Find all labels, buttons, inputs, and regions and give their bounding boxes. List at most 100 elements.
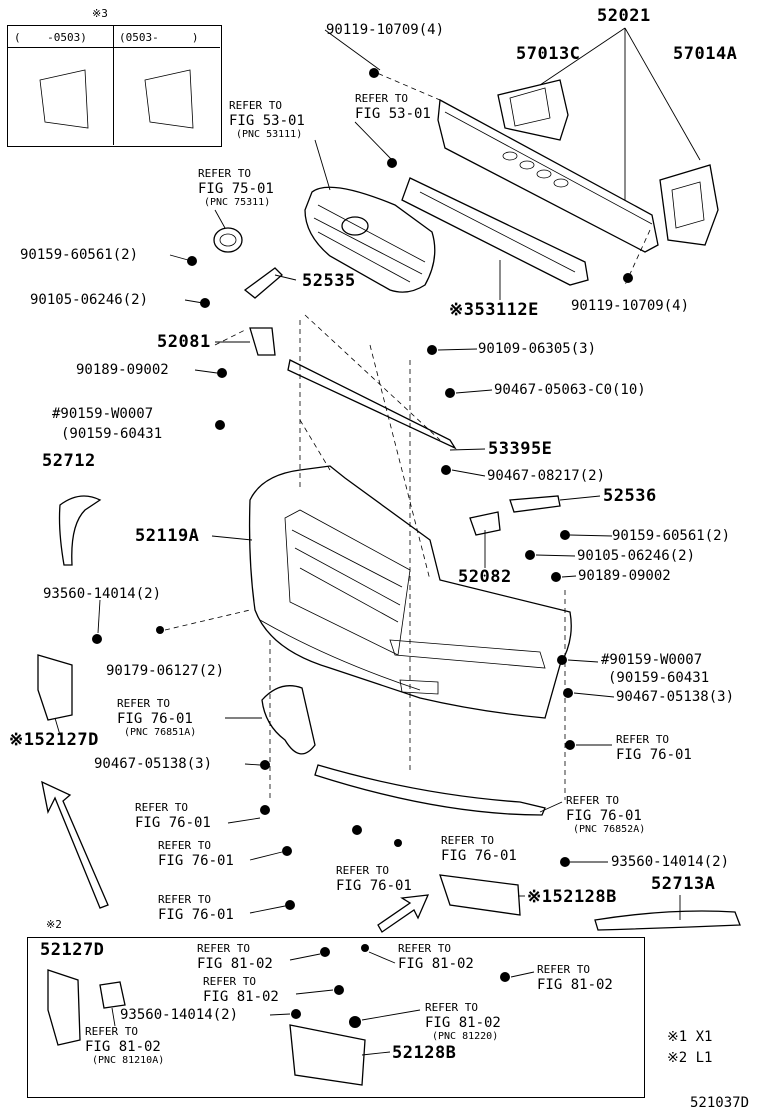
label-ref76c1: REFER TO [135,801,188,814]
upper-strip-drawing [287,359,457,450]
side-molding-52712-drawing [58,495,102,566]
label-ref53-01c: (PNC 53111) [236,129,303,140]
label-p52081: 52081 [157,332,211,352]
label-p52712: 52712 [42,451,96,471]
fog-cover-box-drawing [289,1024,366,1086]
label-ref76b3: (PNC 76852A) [573,824,646,835]
label-p52535: 52535 [302,271,356,291]
label-ref76b2: FIG 76-01 [566,808,642,824]
label-ref76e2: FIG 76-01 [158,853,234,869]
label-ref81b1: REFER TO [398,942,451,955]
side-molding-52713a-drawing [594,910,741,931]
label-p93560-r: 93560-14014(2) [611,854,730,870]
label-ref76f2: FIG 76-01 [336,878,412,894]
label-p52119a: 52119A [135,526,200,546]
label-ref76d2: FIG 76-01 [441,848,517,864]
label-col2: (0503- ) [119,31,199,44]
label-p90467-08217: 90467-08217(2) [487,468,606,484]
label-ref81a1: REFER TO [197,942,250,955]
label-ref81a2: FIG 81-02 [197,956,273,972]
label-p52713a: 52713A [651,874,716,894]
label-ref81e2: FIG 81-02 [425,1015,501,1031]
label-p52128b-box: 52128B [392,1043,457,1063]
label-p93560-l: 93560-14014(2) [43,586,162,602]
fog-cover-right-drawing [439,874,521,916]
label-p90159-60431-l: (90159-60431 [61,426,163,442]
label-ref81f1: REFER TO [85,1025,138,1038]
arrow-right [377,894,430,933]
label-p90467-05063: 90467-05063-C0(10) [494,382,646,398]
label-p57013c: 57013C [516,44,581,64]
label-p90159-60431-r: (90159-60431 [608,670,710,686]
label-ref76b1: REFER TO [566,794,619,807]
label-ref76r2: FIG 76-01 [616,747,692,763]
label-p90159-w0007-r: #90159-W0007 [601,652,703,668]
fasteners [92,68,633,1028]
label-ref76d1: REFER TO [441,834,494,847]
label-ref81c1: REFER TO [537,963,590,976]
fog-cover-left-drawing [37,654,73,721]
l1-variant-box [27,937,645,1098]
label-ref81e1: REFER TO [425,1001,478,1014]
label-p90179: 90179-06127(2) [106,663,225,679]
label-ref81d1: REFER TO [203,975,256,988]
label-p90159-w0007-l: #90159-W0007 [52,406,154,422]
label-ref81d2: FIG 81-02 [203,989,279,1005]
label-p52082: 52082 [458,567,512,587]
fog-lamp-drawing [99,981,126,1009]
retainer-52081-drawing [249,327,276,356]
emblem-drawing [213,227,243,253]
label-ref81f2: FIG 81-02 [85,1039,161,1055]
variant-box-vsplit [113,25,114,145]
label-p57014a: 57014A [673,44,738,64]
label-col1: ( -0503) [14,31,87,44]
label-p52127d: ※152127D [9,730,99,750]
label-p90105-l: 90105-06246(2) [30,292,149,308]
label-ref76a3: (PNC 76851A) [124,727,197,738]
label-ref76g1: REFER TO [158,893,211,906]
bumper-cover-drawing [248,465,572,719]
label-p52128b-top: ※152128B [527,887,617,907]
label-ref75b: FIG 75-01 [198,181,274,197]
label-p90159-60561-r: 90159-60561(2) [612,528,731,544]
label-ref81f3: (PNC 81210A) [92,1055,165,1066]
retainer-52536-drawing [509,495,561,513]
label-p90467-05138-l: 90467-05138(3) [94,756,213,772]
label-p90189-l: 90189-09002 [76,362,169,378]
label-p53395e: 53395E [488,439,553,459]
label-p52021: 52021 [597,6,651,26]
label-ref53-01b: FIG 53-01 [229,113,305,129]
label-ref76a1: REFER TO [117,697,170,710]
leader-lines [54,29,681,1056]
label-ref76c2: FIG 76-01 [135,815,211,831]
bumper-reinforcement-drawing [437,27,719,253]
label-ref53-01a: REFER TO [229,99,282,112]
label-ref76g2: FIG 76-01 [158,907,234,923]
label-p53112e: ※353112E [449,300,539,320]
variant-box [7,25,222,147]
label-ref53-02b: FIG 53-01 [355,106,431,122]
label-p90159-60561-l: 90159-60561(2) [20,247,139,263]
label-ref75a: REFER TO [198,167,251,180]
retainer-52082-drawing [469,511,501,536]
label-note-x2: ※2 L1 [667,1050,713,1066]
radiator-grille-drawing [304,186,436,293]
label-p52127d-box: 52127D [40,940,105,960]
label-note2: ※2 [46,918,62,931]
label-ref76r1: REFER TO [616,733,669,746]
retainer-52535-drawing [243,267,283,299]
label-ref53-02a: REFER TO [355,92,408,105]
label-note-x1: ※1 X1 [667,1029,713,1045]
lower-grille-drawing [401,177,589,300]
label-p52536: 52536 [603,486,657,506]
label-p90467-05138-r: 90467-05138(3) [616,689,735,705]
label-ref81e3: (PNC 81220) [432,1031,499,1042]
lower-spoiler-right-drawing [314,764,546,816]
label-note3-header: ※3 [92,7,108,20]
label-ref81c2: FIG 81-02 [537,977,613,993]
label-ref76e1: REFER TO [158,839,211,852]
label-p90189-r: 90189-09002 [578,568,671,584]
label-p90105-r: 90105-06246(2) [577,548,696,564]
